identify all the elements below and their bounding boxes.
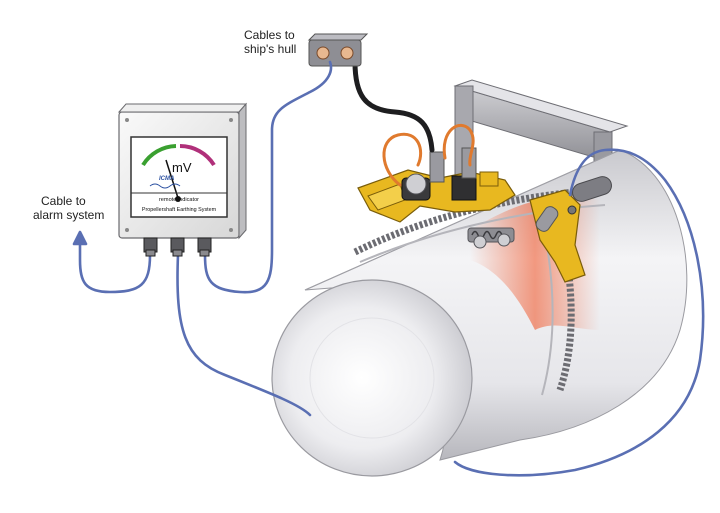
clamp-band-upper bbox=[353, 186, 601, 256]
alarm-cable-label: Cable to alarm system bbox=[33, 194, 104, 222]
meter-needle bbox=[165, 159, 179, 199]
hull-cables-label: Cables to ship's hull bbox=[244, 28, 296, 56]
orange-brush-cables bbox=[382, 123, 475, 187]
meter-unit: mV bbox=[172, 160, 192, 175]
hull-cables-label-line1: Cables to bbox=[244, 28, 295, 42]
scale-magenta-arc bbox=[179, 144, 216, 167]
earthing-holder-right bbox=[529, 176, 612, 283]
alarm-cable-label-line2: alarm system bbox=[33, 208, 105, 222]
meter-dial bbox=[130, 136, 228, 218]
hull-cable bbox=[352, 59, 435, 153]
hull-terminal-plate bbox=[307, 33, 369, 67]
alarm-cable-label-line1: Cable to bbox=[41, 194, 86, 208]
band-tensioner bbox=[467, 227, 515, 249]
meter-caption: remote indicator bbox=[159, 197, 199, 203]
meter-brand-logo: ICMA bbox=[159, 176, 174, 182]
scale-green-arc bbox=[141, 144, 177, 167]
shaft-end-face bbox=[271, 279, 473, 477]
blue-signal-cables bbox=[72, 60, 705, 477]
hull-cables-label-line2: ship's hull bbox=[244, 42, 297, 56]
remote-indicator-box: mV ICMA remote indicator Propellershaft … bbox=[117, 102, 248, 257]
cable-glands bbox=[143, 237, 212, 257]
meter-system-name: Propellershaft Earthing System bbox=[142, 207, 217, 213]
